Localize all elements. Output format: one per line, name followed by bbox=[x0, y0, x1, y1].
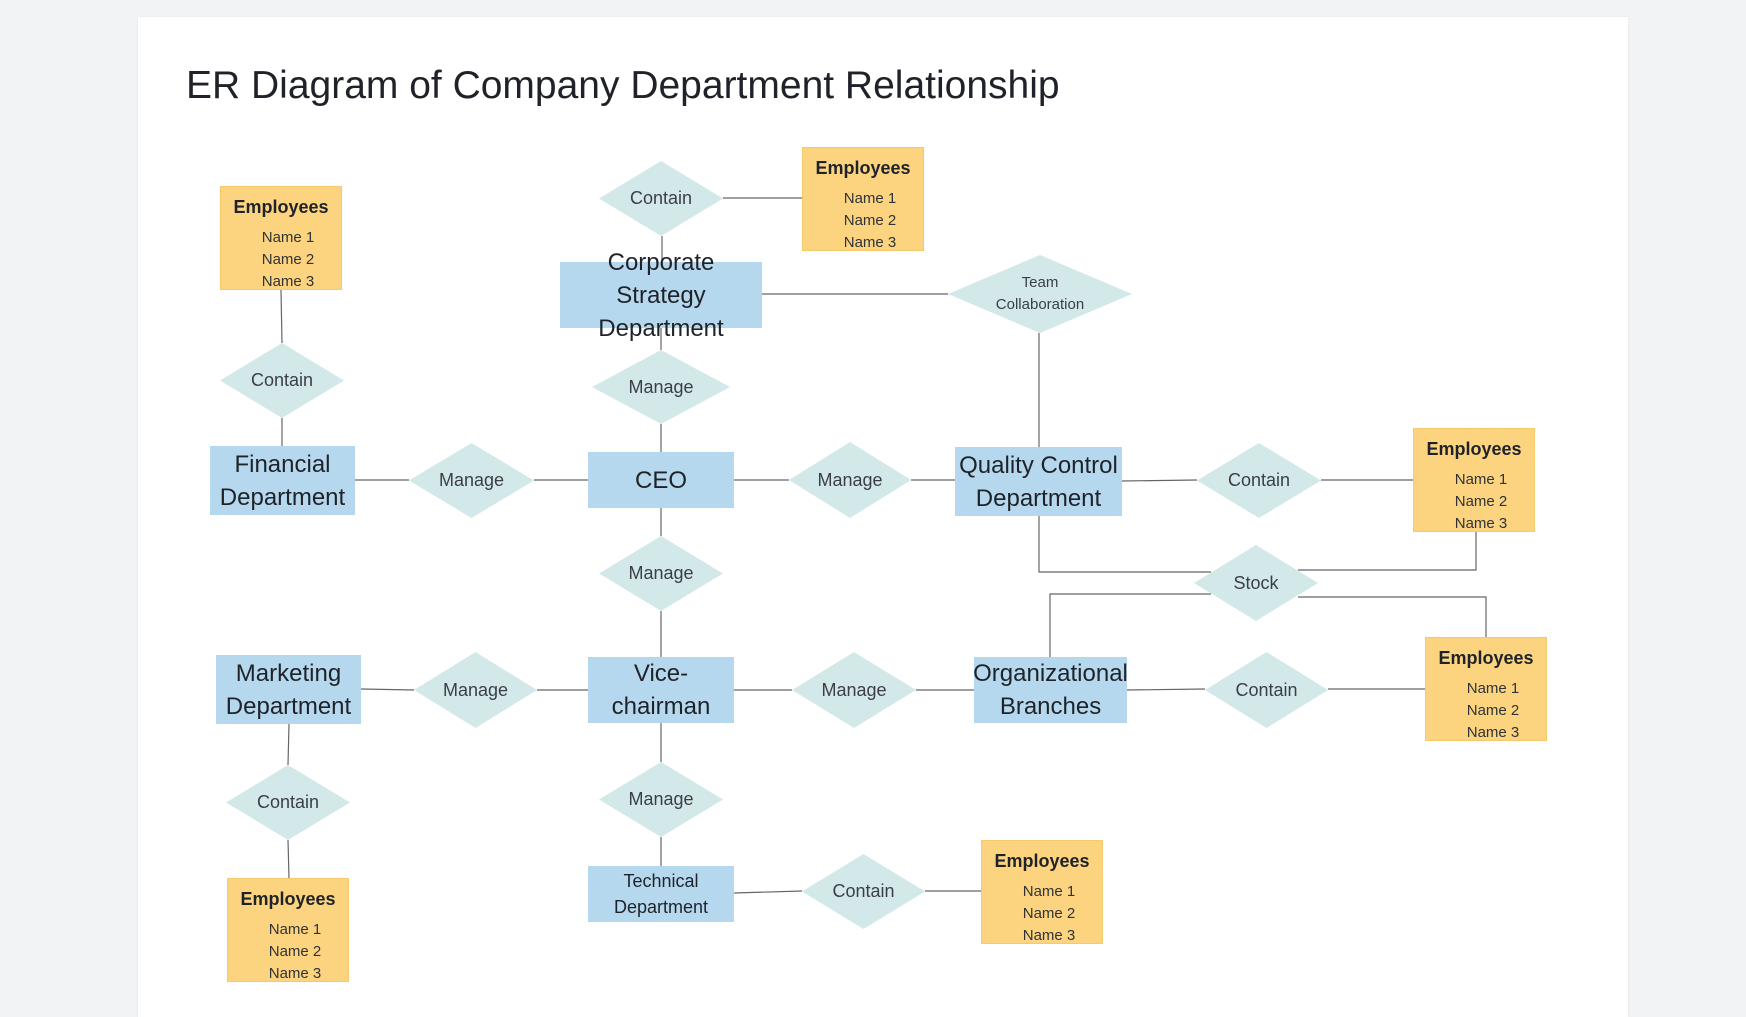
entity-label: Department bbox=[219, 483, 346, 511]
entity-label: Department bbox=[225, 692, 352, 720]
relationship-label: Manage bbox=[628, 789, 694, 809]
attribute-item: Name 3 bbox=[261, 273, 315, 290]
attribute-item: Name 3 bbox=[843, 234, 897, 251]
relationship-contain[interactable]: Contain bbox=[1197, 443, 1321, 518]
entity-label: Marketing bbox=[235, 659, 342, 687]
attribute-item: Name 2 bbox=[268, 943, 322, 960]
attribute-item: Name 1 bbox=[261, 229, 315, 246]
connector bbox=[1121, 479, 1198, 482]
attribute-item: Name 1 bbox=[843, 190, 897, 207]
entity-ceo[interactable]: CEO bbox=[588, 452, 734, 508]
relationship-contain[interactable]: Contain bbox=[226, 765, 350, 840]
connector-lines bbox=[280, 197, 1487, 894]
attribute-item: Name 1 bbox=[1022, 883, 1076, 900]
connector bbox=[1298, 532, 1477, 571]
relationship-label: Manage bbox=[821, 679, 887, 700]
entity-label: CEO bbox=[634, 466, 687, 494]
relationship-manage[interactable]: Manage bbox=[409, 443, 534, 518]
relationship-label: Team bbox=[1021, 274, 1059, 291]
connector bbox=[287, 723, 290, 766]
attribute-heading: Employees bbox=[1438, 648, 1534, 668]
attribute-employees[interactable]: Employees Name 1 Name 2 Name 3 bbox=[981, 840, 1103, 944]
relationship-label: Collaboration bbox=[995, 296, 1085, 313]
attribute-item: Name 2 bbox=[261, 251, 315, 268]
attribute-item: Name 2 bbox=[1022, 905, 1076, 922]
relationship-label: Contain bbox=[1235, 679, 1298, 700]
attribute-item: Name 2 bbox=[1454, 493, 1508, 510]
connector bbox=[1038, 516, 1211, 573]
relationship-label: Stock bbox=[1233, 572, 1279, 593]
relationship-label: Manage bbox=[628, 376, 694, 397]
attribute-employees[interactable]: Employees Name 1 Name 2 Name 3 bbox=[227, 878, 349, 982]
attribute-item: Name 2 bbox=[1466, 702, 1520, 719]
attribute-item: Name 3 bbox=[1022, 927, 1076, 944]
entity-label: Technical bbox=[623, 871, 699, 891]
attribute-heading: Employees bbox=[994, 851, 1090, 871]
relationship-label: Manage bbox=[438, 470, 505, 490]
attribute-heading: Employees bbox=[1426, 439, 1522, 459]
relationship-contain[interactable]: Contain bbox=[220, 343, 344, 418]
attribute-item: Name 3 bbox=[268, 965, 322, 982]
attribute-heading: Employees bbox=[815, 158, 911, 178]
connector bbox=[280, 289, 283, 344]
entity-label: Organizational bbox=[973, 660, 1128, 687]
entity-label: Department bbox=[613, 897, 709, 917]
relationship-label: Contain bbox=[832, 881, 895, 901]
relationship-label: Contain bbox=[629, 188, 693, 208]
relationship-manage[interactable]: Manage bbox=[599, 762, 723, 837]
relationship-label: Manage bbox=[817, 469, 883, 490]
relationship-label: Contain bbox=[1227, 470, 1291, 490]
attribute-employees[interactable]: Employees Name 1 Name 2 Name 3 bbox=[1413, 428, 1535, 532]
attribute-item: Name 1 bbox=[268, 921, 322, 938]
attribute-item: Name 3 bbox=[1466, 724, 1520, 741]
entity-label: Department bbox=[598, 314, 724, 342]
relationship-label: Contain bbox=[250, 370, 314, 390]
relationship-contain[interactable]: Contain bbox=[1205, 652, 1328, 728]
relationship-label: Manage bbox=[628, 563, 694, 583]
relationship-manage[interactable]: Manage bbox=[599, 536, 723, 611]
relationship-manage[interactable]: Manage bbox=[789, 442, 911, 518]
connector bbox=[360, 688, 415, 691]
attribute-item: Name 2 bbox=[843, 212, 897, 229]
connector bbox=[1126, 688, 1206, 691]
entity-label: Corporate Strategy bbox=[607, 248, 715, 309]
attribute-item: Name 1 bbox=[1466, 680, 1520, 697]
entity-label: Branches bbox=[999, 693, 1102, 720]
relationship-manage[interactable]: Manage bbox=[792, 652, 916, 728]
attribute-item: Name 1 bbox=[1454, 471, 1508, 488]
connector bbox=[1049, 593, 1211, 657]
entity-vice-chairman[interactable]: Vice-chairman bbox=[588, 657, 734, 723]
relationship-stock[interactable]: Stock bbox=[1194, 545, 1318, 621]
relationship-label: Contain bbox=[256, 792, 320, 812]
attribute-item: Name 3 bbox=[1454, 515, 1508, 532]
relationship-manage[interactable]: Manage bbox=[592, 350, 730, 424]
relationship-manage[interactable]: Manage bbox=[414, 652, 537, 728]
attribute-employees[interactable]: Employees Name 1 Name 2 Name 3 bbox=[1425, 637, 1547, 741]
entity-label: Vice- bbox=[633, 660, 689, 687]
attribute-heading: Employees bbox=[240, 889, 336, 909]
entity-label: Financial bbox=[234, 450, 331, 478]
relationship-contain[interactable]: Contain bbox=[599, 161, 723, 236]
entity-label: chairman bbox=[611, 693, 711, 720]
attribute-employees[interactable]: Employees Name 1 Name 2 Name 3 bbox=[220, 186, 342, 290]
page-title: ER Diagram of Company Department Relatio… bbox=[186, 64, 1060, 107]
entity-label: Department bbox=[975, 484, 1102, 512]
relationship-contain[interactable]: Contain bbox=[802, 854, 925, 929]
connector bbox=[1298, 596, 1487, 637]
relationship-label: Manage bbox=[442, 679, 509, 700]
attribute-employees[interactable]: Employees Name 1 Name 2 Name 3 bbox=[802, 147, 924, 251]
attribute-heading: Employees bbox=[233, 197, 329, 217]
connector bbox=[287, 839, 290, 879]
connector bbox=[733, 890, 803, 894]
entity-label: Quality Control bbox=[959, 451, 1118, 479]
